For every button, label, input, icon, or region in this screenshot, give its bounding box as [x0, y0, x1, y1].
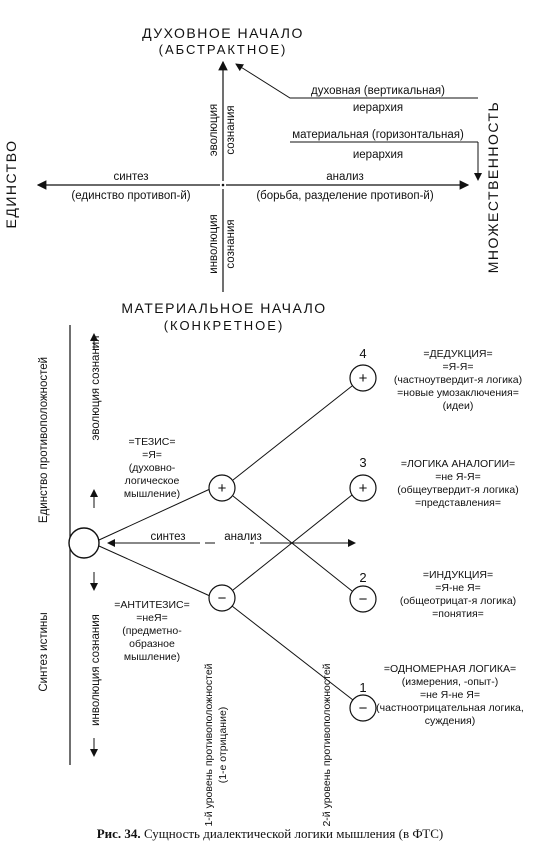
svg-text:=АНТИТЕЗИС=: =АНТИТЕЗИС=: [114, 599, 189, 611]
node-1-minus: [349, 694, 377, 722]
node-2-minus: [349, 585, 377, 613]
spiritual-hierarchy-arrow: [235, 63, 478, 99]
antithesis-minus-node: [208, 584, 236, 612]
material-hierarchy-label: материальная (горизонтальная): [292, 129, 464, 141]
svg-text:(борьба, разделение противоп-й: (борьба, разделение противоп-й): [256, 190, 433, 202]
node-4-plus: [349, 364, 377, 392]
edge-origin-plus: [98, 488, 211, 541]
top-diagram: ДУХОВНОЕ НАЧАЛО (АБСТРАКТНОЕ) духовная (…: [3, 25, 501, 333]
synthesis-label: синтез: [113, 171, 148, 183]
node-3-number: 3: [359, 455, 366, 470]
evolution-label: эволюция: [208, 104, 220, 157]
svg-text:суждения): суждения): [425, 715, 475, 727]
svg-text:(общеотрицат-я логика): (общеотрицат-я логика): [400, 595, 516, 607]
involution-label: инволюция: [208, 214, 220, 273]
svg-text:(измерения, -опыт-): (измерения, -опыт-): [402, 676, 498, 688]
svg-text:−: −: [359, 591, 368, 608]
edge-plus-2: [232, 495, 353, 592]
analysis-label-bottom: анализ: [224, 531, 262, 543]
svg-text:−: −: [359, 700, 368, 717]
svg-text:сознания: сознания: [225, 219, 237, 268]
deduction-label: =ДЕДУКЦИЯ= =Я-Я= (частноутвердит-я логик…: [394, 348, 522, 412]
svg-text:логическое: логическое: [125, 475, 180, 487]
multiplicity-axis-label: МНОЖЕСТВЕННОСТЬ: [485, 101, 501, 274]
svg-text:сознания: сознания: [225, 105, 237, 154]
bottom-diagram: Единство противоположностей Синтез истин…: [38, 325, 524, 827]
svg-text:+: +: [359, 480, 368, 497]
level-2-label: 2-й уровень противоположностей: [321, 663, 333, 826]
svg-text:=неЯ=: =неЯ=: [136, 612, 168, 624]
edge-plus-4: [232, 385, 353, 481]
svg-text:(духовно-: (духовно-: [129, 462, 176, 474]
unity-axis-label: ЕДИНСТВО: [3, 140, 19, 229]
edge-origin-minus: [98, 545, 211, 597]
evolution-consciousness-label: эволюция сознания: [90, 336, 102, 441]
one-dimensional-logic-label: =ОДНОМЕРНАЯ ЛОГИКА= (измерения, -опыт-) …: [376, 663, 524, 727]
svg-text:иерархия: иерархия: [353, 102, 403, 114]
svg-text:−: −: [218, 590, 227, 607]
svg-text:иерархия: иерархия: [353, 149, 403, 161]
node-4-number: 4: [359, 346, 366, 361]
thesis-label: =ТЕЗИС= =Я= (духовно- логическое мышлени…: [124, 436, 180, 500]
svg-text:=не Я-Я=: =не Я-Я=: [435, 471, 480, 483]
svg-text:(единство противоп-й): (единство противоп-й): [71, 190, 190, 202]
svg-text:=не Я-не Я=: =не Я-не Я=: [420, 689, 480, 701]
svg-text:(частноотрицательная логика,: (частноотрицательная логика,: [376, 702, 524, 714]
edge-minus-3: [232, 494, 353, 591]
svg-text:=ДЕДУКЦИЯ=: =ДЕДУКЦИЯ=: [423, 348, 492, 360]
material-subtitle: (КОНКРЕТНОЕ): [164, 318, 285, 333]
svg-text:мышление): мышление): [124, 488, 180, 500]
svg-text:мышление): мышление): [124, 651, 180, 663]
spiritual-hierarchy-label: духовная (вертикальная): [311, 85, 445, 97]
svg-text:=ЛОГИКА АНАЛОГИИ=: =ЛОГИКА АНАЛОГИИ=: [401, 458, 515, 470]
svg-text:=ИНДУКЦИЯ=: =ИНДУКЦИЯ=: [423, 569, 493, 581]
figure-caption: Рис. 34. Сущность диалектической логики …: [97, 826, 444, 841]
induction-label: =ИНДУКЦИЯ= =Я-не Я= (общеотрицат-я логик…: [400, 569, 516, 620]
svg-text:=Я=: =Я=: [142, 449, 162, 461]
svg-text:+: +: [218, 480, 227, 497]
involution-consciousness-label: инволюция сознания: [90, 614, 102, 726]
level-1-label: 1-й уровень противоположностей: [203, 663, 215, 826]
material-title: МАТЕРИАЛЬНОЕ НАЧАЛО: [121, 300, 326, 316]
svg-text:образное: образное: [129, 638, 175, 650]
node-1-number: 1: [359, 680, 366, 695]
svg-text:(идеи): (идеи): [443, 400, 474, 412]
antithesis-label: =АНТИТЕЗИС= =неЯ= (предметно- образное м…: [114, 599, 189, 663]
edge-minus-1: [231, 605, 354, 701]
svg-text:=представления=: =представления=: [415, 497, 501, 509]
synthesis-of-truth-label: Синтез истины: [38, 612, 50, 691]
spiritual-subtitle: (АБСТРАКТНОЕ): [159, 42, 288, 57]
analogy-label: =ЛОГИКА АНАЛОГИИ= =не Я-Я= (общеутвердит…: [397, 458, 518, 509]
origin-circle: [68, 527, 100, 559]
svg-text:=Я-Я=: =Я-Я=: [443, 361, 474, 373]
svg-text:=новые умозаключения=: =новые умозаключения=: [397, 387, 519, 399]
svg-text:=Я-не Я=: =Я-не Я=: [435, 582, 480, 594]
svg-text:=ТЕЗИС=: =ТЕЗИС=: [129, 436, 176, 448]
svg-text:(общеутвердит-я логика): (общеутвердит-я логика): [397, 484, 518, 496]
spiritual-title: ДУХОВНОЕ НАЧАЛО: [142, 25, 304, 41]
node-3-plus: [349, 474, 377, 502]
analysis-label: анализ: [326, 171, 364, 183]
svg-text:(предметно-: (предметно-: [122, 625, 182, 637]
svg-text:=ОДНОМЕРНАЯ ЛОГИКА=: =ОДНОМЕРНАЯ ЛОГИКА=: [384, 663, 516, 675]
node-2-number: 2: [359, 570, 366, 585]
thesis-plus-node: [208, 474, 236, 502]
unity-of-opposites-label: Единство противоположностей: [38, 357, 50, 523]
svg-text:=понятия=: =понятия=: [432, 608, 484, 620]
svg-text:(частноутвердит-я логика): (частноутвердит-я логика): [394, 374, 522, 386]
svg-text:+: +: [359, 370, 368, 387]
synthesis-label-bottom: синтез: [150, 531, 185, 543]
svg-text:(1-е отрицание): (1-е отрицание): [217, 707, 229, 784]
